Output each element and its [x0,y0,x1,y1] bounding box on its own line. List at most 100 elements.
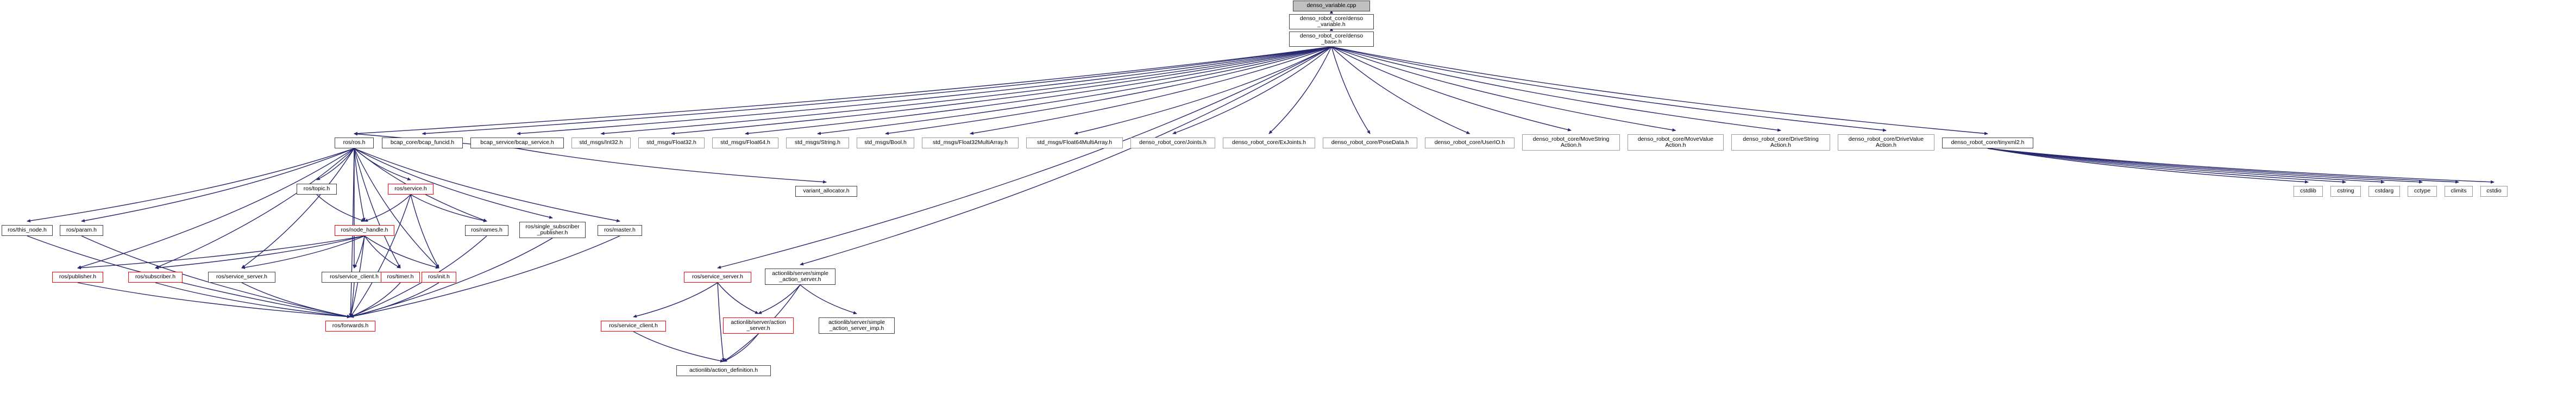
graph-node[interactable]: std_msgs/Int32.h [571,138,631,148]
graph-edge [155,148,355,269]
graph-node[interactable]: ros/service_server.h [208,272,275,283]
graph-node[interactable]: denso_robot_core/denso _base.h [1289,32,1374,47]
graph-node[interactable]: denso_robot_core/MoveValue Action.h [1628,134,1724,151]
graph-edge [885,46,1332,135]
graph-node[interactable]: ros/service_server.h [684,272,751,283]
graph-edge [77,235,365,270]
graph-node[interactable]: std_msgs/Float64.h [712,138,778,148]
graph-edge [1331,46,1471,134]
graph-node[interactable]: bcap_service/bcap_service.h [470,138,564,148]
graph-node[interactable]: cctype [2408,186,2437,197]
graph-edge [364,194,411,222]
graph-edge [1331,46,1781,132]
graph-edge [671,46,1332,135]
graph-edge [723,333,759,362]
graph-node[interactable]: ros/init.h [422,272,456,283]
graph-edge [349,282,355,317]
graph-node[interactable]: climits [2445,186,2473,197]
graph-node[interactable]: ros/subscriber.h [128,272,183,283]
graph-node[interactable]: ros/master.h [598,225,642,236]
graph-edge [1987,148,2459,184]
graph-edge [517,148,827,184]
graph-edge [758,284,801,314]
graph-edge [517,46,1332,135]
graph-node[interactable]: std_msgs/Bool.h [857,138,914,148]
graph-node[interactable]: variant_allocator.h [795,186,857,197]
graph-edge [633,331,724,363]
graph-node[interactable]: denso_robot_core/tinyxml2.h [1942,138,2033,148]
graph-node[interactable]: denso_robot_core/denso _variable.h [1289,14,1374,29]
graph-node[interactable]: denso_robot_core/PoseData.h [1323,138,1417,148]
graph-edge [410,194,487,222]
graph-node[interactable]: std_msgs/Float64MultiArray.h [1026,138,1123,148]
graph-edge [800,284,857,315]
graph-node[interactable]: cstdlib [2294,186,2323,197]
graph-node[interactable]: denso_variable.cpp [1293,1,1370,11]
graph-node[interactable]: ros/this_node.h [2,225,53,236]
graph-node[interactable]: denso_robot_core/ExJoints.h [1223,138,1315,148]
graph-edge [350,282,401,317]
graph-edge [817,46,1332,135]
graph-edge [316,148,355,180]
graph-node[interactable]: std_msgs/Float32.h [638,138,705,148]
graph-edge [745,46,1332,135]
graph-edge [1987,148,2309,184]
graph-edge [717,46,1332,269]
graph-node[interactable]: ros/service_client.h [601,321,666,332]
graph-edge [77,282,351,319]
graph-edge [1987,148,2385,184]
graph-edge [970,46,1332,135]
graph-edge [717,282,759,314]
graph-node[interactable]: cstring [2330,186,2361,197]
graph-node[interactable]: ros/service_client.h [322,272,387,283]
graph-edge [354,148,366,222]
graph-node[interactable]: ros/service.h [388,184,433,195]
graph-node[interactable]: ros/names.h [465,225,508,236]
graph-node[interactable]: cstdio [2480,186,2508,197]
graph-edge [77,148,355,269]
graph-edge [633,282,718,318]
graph-node[interactable]: ros/ros.h [335,138,374,148]
graph-edge [1987,148,2495,184]
graph-node[interactable]: ros/single_subscriber _publisher.h [519,222,586,238]
graph-node[interactable]: std_msgs/Float32MultiArray.h [922,138,1019,148]
graph-node[interactable]: cstdarg [2368,186,2400,197]
graph-edge [316,194,365,222]
graph-edge [422,46,1332,135]
graph-node[interactable]: ros/node_handle.h [335,225,394,236]
graph-node[interactable]: ros/publisher.h [52,272,103,283]
graph-edge [354,148,553,219]
graph-node[interactable]: std_msgs/String.h [786,138,849,148]
graph-node[interactable]: actionlib/server/simple _action_server_i… [819,317,895,334]
graph-edge [350,194,411,317]
graph-node[interactable]: actionlib/action_definition.h [676,365,771,376]
graph-edge [1331,46,1371,134]
graph-edge [1331,46,1676,132]
graph-edge [410,194,439,269]
graph-edge [364,235,401,269]
graph-edge [1268,46,1332,134]
graph-node[interactable]: ros/param.h [60,225,103,236]
graph-node[interactable]: bcap_core/bcap_funcid.h [382,138,463,148]
graph-edge [155,282,351,319]
graph-node[interactable]: denso_robot_core/DriveValue Action.h [1838,134,1934,151]
graph-edge [354,148,439,269]
graph-node[interactable]: denso_robot_core/MoveString Action.h [1522,134,1620,151]
graph-edge [241,235,365,270]
graph-node[interactable]: denso_robot_core/UserIO.h [1425,138,1515,148]
graph-edge [241,282,351,318]
graph-node[interactable]: actionlib/server/simple _action_server.h [765,269,835,285]
graph-node[interactable]: ros/timer.h [381,272,420,283]
graph-edge [1074,46,1332,135]
graph-node[interactable]: ros/forwards.h [325,321,375,332]
graph-node[interactable]: denso_robot_core/Joints.h [1130,138,1215,148]
graph-edge [1172,46,1332,134]
graph-edge [364,235,439,269]
graph-edge [1331,46,1988,135]
graph-node[interactable]: denso_robot_core/DriveString Action.h [1731,134,1830,151]
graph-edge [241,148,355,269]
graph-node[interactable]: ros/topic.h [297,184,337,195]
graph-edge [354,148,411,180]
graph-node[interactable]: actionlib/server/action _server.h [723,317,794,334]
